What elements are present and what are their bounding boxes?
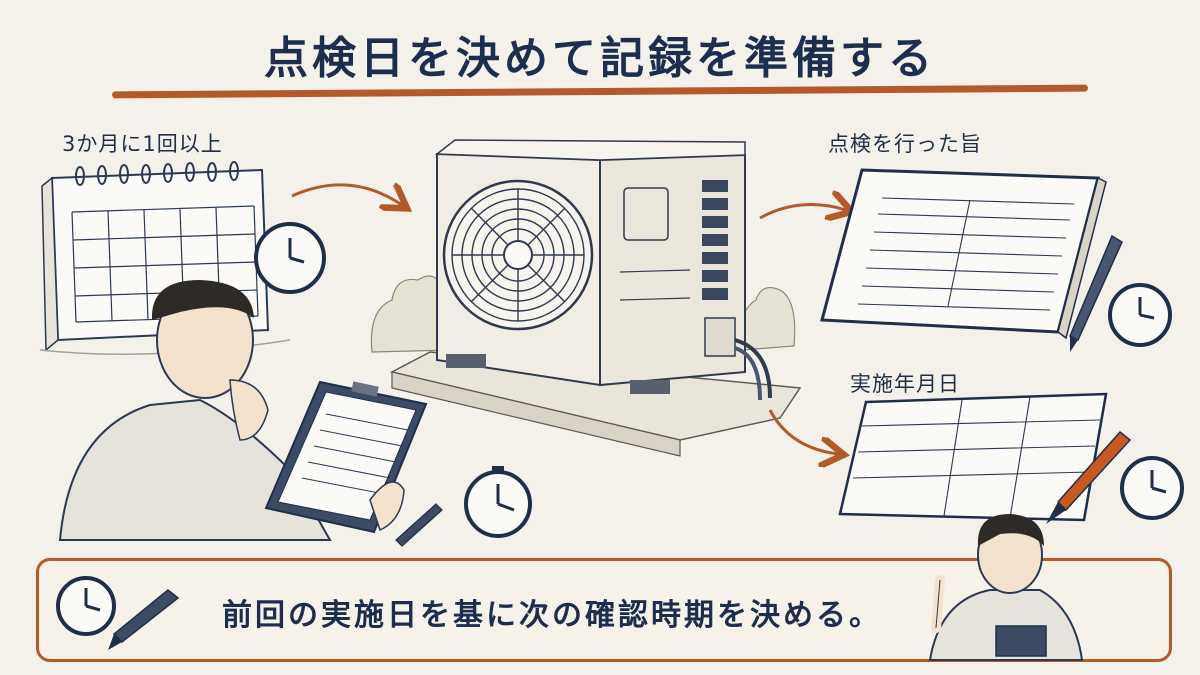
person-illustration xyxy=(58,280,332,541)
pen-icon xyxy=(108,589,180,650)
pen-icon xyxy=(1069,234,1123,352)
pen-icon xyxy=(1046,430,1132,524)
arrow-to-form xyxy=(768,409,838,454)
frequency-label: 3か月に1回以上 xyxy=(62,132,223,156)
implementation-date-label: 実施年月日 xyxy=(850,372,960,396)
summary-text: 前回の実施日を基に次の確認時期を決める。 xyxy=(222,598,882,633)
pen-icon xyxy=(395,503,443,547)
arrow-to-unit xyxy=(291,185,402,205)
arrow-to-logbook xyxy=(759,205,846,218)
stopwatch-icon xyxy=(464,466,532,538)
clipboard-icon xyxy=(264,380,428,534)
clock-icon xyxy=(1120,456,1184,520)
inspection-done-label: 点検を行った旨 xyxy=(828,132,982,156)
logbook-icon xyxy=(820,168,1107,340)
form-sheet-icon xyxy=(838,392,1108,522)
worker-avatar xyxy=(928,514,1084,661)
clock-icon xyxy=(56,576,116,636)
air-conditioner-outdoor-unit xyxy=(434,139,772,401)
clock-icon xyxy=(1108,283,1172,347)
concrete-pad xyxy=(389,351,802,457)
clock-icon xyxy=(254,222,326,294)
page-title: 点検日を決めて記録を準備する xyxy=(264,33,936,84)
